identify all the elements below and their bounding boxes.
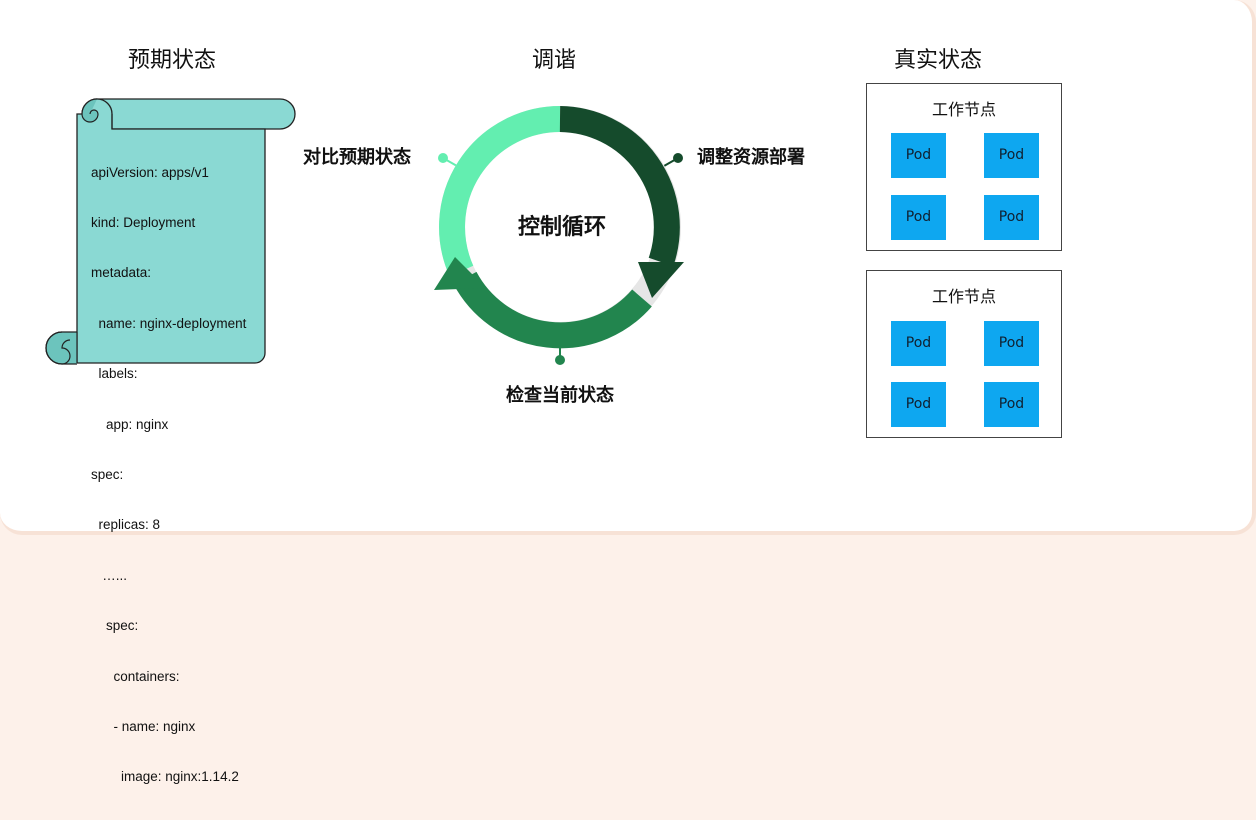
compare-label: 对比预期状态 [303, 147, 411, 168]
adjust-arrowhead [638, 262, 684, 298]
pod-box: Pod [891, 195, 946, 240]
control-loop-graphic [434, 106, 684, 365]
worker-node-title: 工作节点 [931, 100, 996, 119]
pod-box: Pod [891, 321, 946, 366]
check-dot [555, 355, 565, 365]
yaml-line: containers: [91, 668, 180, 684]
yaml-line: spec: [91, 466, 124, 482]
pod-box: Pod [984, 195, 1039, 240]
compare-dot [438, 153, 448, 163]
check-label: 检查当前状态 [506, 385, 614, 406]
yaml-line: …... [91, 567, 128, 583]
yaml-line: - name: nginx [91, 718, 196, 734]
actual-state-title: 真实状态 [894, 48, 983, 73]
yaml-line: name: nginx-deployment [91, 315, 247, 331]
yaml-line: metadata: [91, 265, 152, 281]
pod-box: Pod [984, 133, 1039, 178]
worker-node: 工作节点 Pod Pod Pod Pod [866, 270, 1062, 438]
check-arrowhead [434, 257, 486, 290]
yaml-line: spec: [91, 618, 139, 634]
control-loop-label: 控制循环 [517, 215, 606, 240]
reconcile-title: 调谐 [532, 48, 577, 73]
manifest-scroll-icon [45, 98, 296, 365]
worker-node-title: 工作节点 [931, 287, 996, 306]
yaml-line: apiVersion: apps/v1 [91, 164, 209, 180]
pod-box: Pod [984, 321, 1039, 366]
adjust-label: 调整资源部署 [697, 147, 805, 168]
compare-arc [439, 106, 561, 277]
yaml-line: labels: [91, 366, 138, 382]
yaml-line: replicas: 8 [91, 517, 161, 533]
check-arc [453, 271, 652, 349]
adjust-dot [673, 153, 683, 163]
yaml-line: image: nginx:1.14.2 [91, 769, 239, 785]
pod-box: Pod [891, 133, 946, 178]
diagram-canvas: 预期状态 调谐 真实状态 apiVersion: apps/v1 kind: D… [0, 0, 1256, 784]
yaml-line: app: nginx [91, 416, 169, 432]
worker-node: 工作节点 Pod Pod Pod Pod [866, 83, 1062, 251]
pod-box: Pod [984, 382, 1039, 427]
pod-box: Pod [891, 382, 946, 427]
loop-center [482, 149, 638, 305]
desired-state-title: 预期状态 [128, 48, 217, 73]
adjust-arc [559, 106, 680, 267]
yaml-line: kind: Deployment [91, 214, 196, 230]
